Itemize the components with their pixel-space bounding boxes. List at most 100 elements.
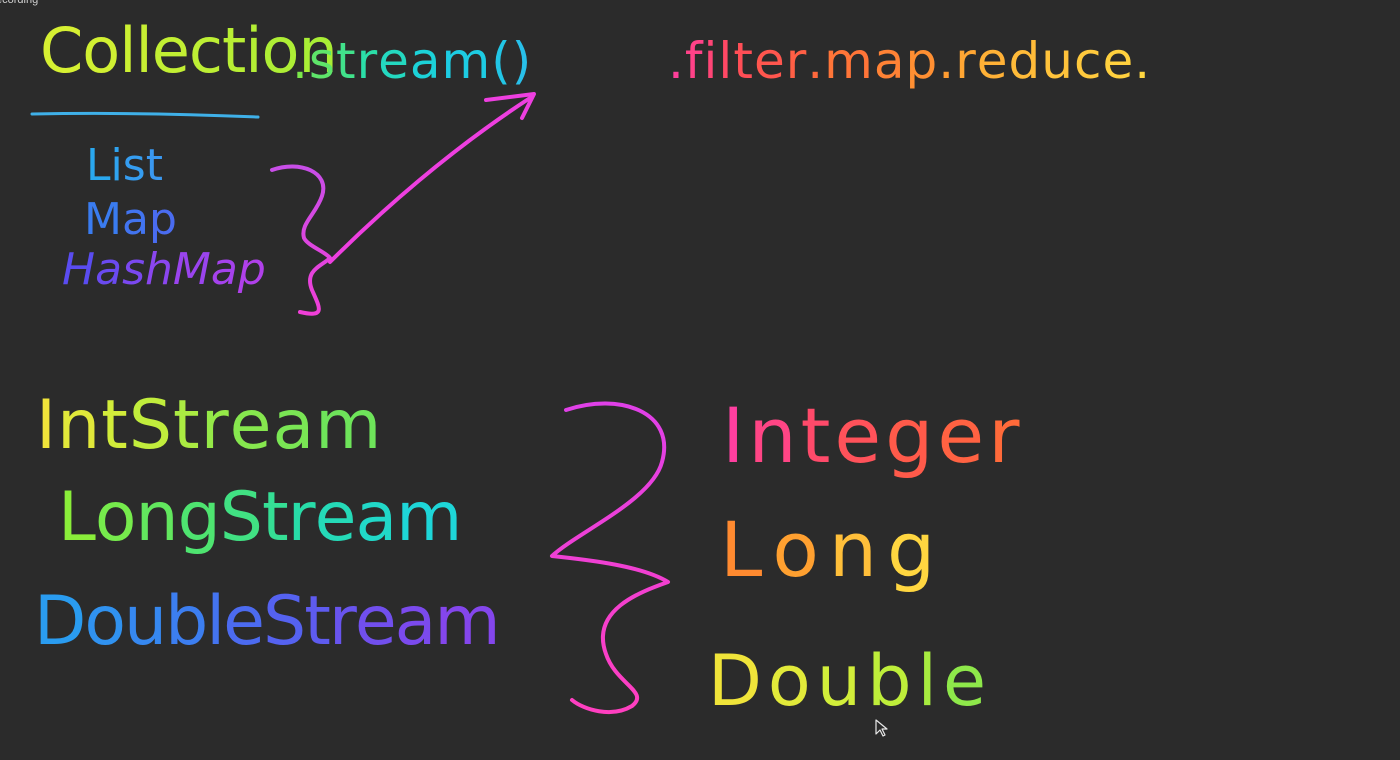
ink-char: t: [733, 32, 754, 90]
recording-label: ecording: [0, 0, 39, 6]
ink-char: .: [807, 32, 825, 90]
ink-char: L: [86, 140, 111, 191]
ink-char: b: [165, 582, 208, 661]
ink-char: t: [335, 32, 357, 90]
mouse-cursor-icon: [875, 719, 888, 737]
long-text: Long: [720, 505, 945, 594]
ink-char: e: [943, 640, 993, 722]
streams-wrappers-brace: [550, 401, 670, 714]
ink-char: b: [867, 640, 918, 722]
integer-word: Integer: [722, 398, 1023, 474]
ink-char: o: [82, 14, 120, 87]
ink-char: n: [828, 505, 888, 594]
ink-char: t: [145, 140, 163, 191]
doublestream-text: DoubleStream: [34, 582, 501, 661]
stream-call-word: .stream(): [292, 36, 532, 86]
ink-char: t: [261, 478, 289, 557]
ink-char: D: [34, 582, 86, 661]
ink-char: r: [988, 391, 1024, 480]
ink-char: o: [261, 14, 300, 87]
ink-char: e: [151, 14, 190, 87]
ink-char: S: [263, 582, 306, 661]
collection-word: Collection: [40, 20, 338, 82]
ink-char: t: [800, 391, 835, 480]
ink-char: g: [177, 478, 221, 557]
ink-char: S: [219, 478, 263, 557]
ink-char: (: [491, 32, 512, 90]
ink-char: .: [668, 32, 685, 90]
ink-char: .: [292, 32, 309, 90]
stream-arrow-head: [484, 92, 536, 120]
ink-char: n: [57, 386, 102, 465]
ink-char: h: [145, 244, 173, 295]
ink-char: t: [173, 386, 201, 465]
ink-char: r: [785, 32, 808, 90]
ink-char: L: [58, 478, 96, 557]
ink-char: H: [62, 244, 96, 295]
ink-char: g: [887, 505, 946, 594]
ink-char: o: [772, 505, 829, 594]
collection-underline: [30, 111, 260, 119]
ink-char: D: [708, 640, 768, 722]
ink-char: t: [101, 386, 129, 465]
ink-char: l: [119, 14, 136, 87]
ink-char: t: [221, 14, 246, 87]
ink-char: u: [1041, 32, 1074, 90]
ink-char: s: [122, 140, 146, 191]
stream-arrow-shaft: [328, 96, 532, 264]
ink-char: p: [237, 244, 266, 295]
ink-char: p: [148, 194, 177, 245]
ink-char: e: [314, 478, 357, 557]
ink-char: i: [110, 140, 123, 191]
ink-char: l: [917, 640, 943, 722]
ink-char: p: [905, 32, 939, 90]
ink-char: a: [121, 194, 149, 245]
ink-char: o: [767, 640, 817, 722]
ink-char: l: [718, 32, 734, 90]
ink-char: e: [223, 582, 265, 661]
ink-char: ): [511, 32, 533, 90]
list-text: List: [86, 140, 163, 191]
ink-char: e: [976, 32, 1009, 90]
ink-char: e: [753, 32, 786, 90]
ink-char: C: [40, 14, 83, 87]
collection-text: Collection: [40, 14, 338, 87]
ink-char: i: [703, 32, 719, 90]
long-word: Long: [720, 512, 945, 588]
ink-char: r: [287, 478, 316, 557]
ink-char: g: [885, 391, 938, 480]
double-text: Double: [708, 640, 992, 722]
ink-char: m: [315, 386, 383, 465]
ink-char: a: [873, 32, 906, 90]
ink-char: d: [1008, 32, 1042, 90]
ink-char: a: [394, 582, 437, 661]
ink-char: I: [722, 391, 749, 480]
ink-char: f: [684, 32, 704, 90]
ink-char: a: [210, 244, 238, 295]
ink-char: S: [128, 386, 174, 465]
map-text: Map: [84, 194, 177, 245]
ink-char: r: [356, 32, 379, 90]
ink-char: e: [834, 391, 886, 480]
ink-char: u: [123, 582, 167, 661]
ink-char: e: [354, 582, 397, 661]
ink-char: r: [328, 582, 357, 661]
ink-char: e: [229, 386, 273, 465]
ink-char: I: [36, 386, 58, 465]
ink-char: l: [135, 14, 152, 87]
ink-char: r: [955, 32, 977, 90]
ink-char: M: [172, 244, 211, 295]
ink-char: m: [396, 478, 462, 557]
stream-call-text: .stream(): [292, 32, 532, 90]
ink-char: s: [308, 32, 336, 90]
ink-char: m: [441, 32, 492, 90]
longstream-word: LongStream: [58, 478, 462, 557]
ink-char: m: [434, 582, 500, 661]
integer-text: Integer: [722, 391, 1023, 480]
ink-char: t: [304, 582, 331, 661]
ink-char: s: [122, 244, 145, 295]
filter-map-reduce-text: .filter.map.reduce.: [668, 32, 1151, 90]
ink-char: i: [245, 14, 262, 87]
collection-types-brace: [270, 164, 332, 316]
